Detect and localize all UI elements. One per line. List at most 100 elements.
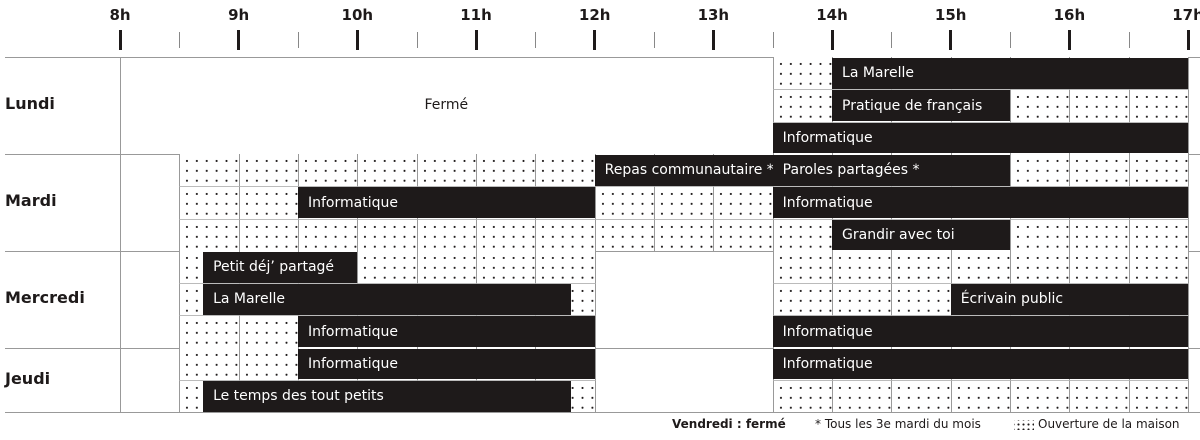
- hour-tick: [355, 30, 359, 50]
- open-slot: [416, 153, 477, 187]
- day-label: Jeudi: [5, 369, 51, 388]
- open-slot: [298, 218, 359, 252]
- open-slot: [238, 218, 299, 252]
- hour-label: 13h: [697, 6, 730, 24]
- hour-label: 15h: [934, 6, 967, 24]
- open-slot: [772, 218, 833, 252]
- half-hour-tick: [654, 32, 655, 48]
- open-slot: [950, 250, 1012, 284]
- hour-label: 8h: [109, 6, 131, 24]
- open-slot: [1069, 89, 1130, 123]
- open-slot: [891, 380, 952, 413]
- open-slot: [654, 218, 715, 252]
- row-divider: [5, 57, 1200, 58]
- hour-label: 11h: [460, 6, 492, 24]
- activity-block: Repas communautaire *: [594, 154, 773, 186]
- activity-block: Informatique: [298, 348, 595, 380]
- half-hour-tick: [1128, 32, 1130, 48]
- half-hour-tick: [535, 32, 537, 48]
- open-slot: [1010, 153, 1071, 187]
- activity-block: Petit déj’ partagé: [203, 251, 358, 283]
- activity-block: Paroles partagées *: [772, 154, 1010, 186]
- activity-block: Informatique: [298, 316, 595, 348]
- day-label: Mercredi: [5, 288, 85, 308]
- open-slot: [713, 218, 774, 252]
- hour-tick: [118, 30, 122, 50]
- open-slot: [1069, 250, 1130, 284]
- hour-label: 17h: [1172, 6, 1200, 24]
- half-hour-tick: [1010, 32, 1012, 48]
- open-slot: [891, 250, 952, 284]
- open-slot: [357, 218, 418, 252]
- row-divider: [5, 412, 1200, 414]
- open-slot: [594, 218, 655, 252]
- open-slot: [238, 347, 299, 381]
- activity-block: Informatique: [772, 348, 1189, 380]
- row-divider: [5, 347, 1200, 349]
- activity-block: La Marelle: [832, 58, 1189, 89]
- open-slot: [772, 57, 833, 90]
- open-slot: [1128, 250, 1190, 284]
- open-slot: [1128, 89, 1190, 123]
- open-slot: [357, 153, 418, 187]
- open-slot: [238, 186, 299, 219]
- open-slot: [416, 218, 477, 252]
- hour-tick: [830, 30, 834, 50]
- hour-tick: [593, 30, 597, 50]
- open-slot: [950, 380, 1012, 413]
- hour-tick: [949, 30, 953, 50]
- open-slot: [179, 153, 240, 187]
- open-slot: [772, 380, 833, 413]
- open-slot: [772, 89, 833, 123]
- open-slot: [1128, 218, 1190, 252]
- activity-block: Informatique: [772, 316, 1189, 348]
- open-slot: [1069, 218, 1130, 252]
- open-slot: [654, 186, 715, 219]
- open-slot: [238, 153, 299, 187]
- hour-tick: [237, 30, 241, 50]
- open-slot: [891, 283, 952, 316]
- open-slot: [1128, 153, 1190, 187]
- open-slot: [832, 380, 893, 413]
- open-slot: [1010, 89, 1071, 123]
- activity-block: Informatique: [772, 187, 1189, 218]
- open-slot: [1069, 380, 1130, 413]
- activity-block: La Marelle: [203, 284, 571, 315]
- open-slot: [1010, 218, 1071, 252]
- friday-closed-note: Vendredi : fermé: [672, 417, 786, 431]
- open-slot: [713, 186, 774, 219]
- half-hour-tick: [416, 32, 418, 48]
- hour-tick: [711, 30, 715, 50]
- open-slot: [476, 153, 537, 187]
- open-slot: [1010, 380, 1071, 413]
- hour-tick: [474, 30, 478, 50]
- open-slot: [179, 218, 240, 252]
- open-slot: [238, 315, 299, 349]
- closed-label: Fermé: [424, 97, 469, 114]
- hour-tick: [1186, 30, 1190, 50]
- axis-line: [120, 57, 121, 413]
- activity-block: Écrivain public: [950, 284, 1189, 315]
- activity-block: Le temps des tout petits: [203, 381, 571, 412]
- open-slot: [1128, 380, 1190, 413]
- day-label: Mardi: [5, 191, 57, 211]
- day-label: Lundi: [5, 94, 55, 114]
- open-slot: [357, 250, 418, 284]
- open-slot: [416, 250, 477, 284]
- open-slot: [832, 283, 893, 316]
- open-slot: [476, 250, 537, 284]
- open-slot: [1010, 250, 1071, 284]
- row-divider: [5, 250, 1200, 252]
- open-slot: [179, 186, 240, 219]
- activity-block: Informatique: [772, 122, 1189, 154]
- half-hour-tick: [179, 32, 181, 48]
- open-slot: [179, 347, 240, 381]
- open-slot: [1069, 153, 1130, 187]
- half-hour-tick: [891, 32, 893, 48]
- dotted-legend-icon: [1014, 420, 1034, 430]
- open-slot: [179, 315, 240, 349]
- hour-label: 16h: [1053, 6, 1086, 24]
- open-slot: [535, 153, 596, 187]
- open-slot: [832, 250, 893, 284]
- hour-label: 14h: [816, 6, 848, 24]
